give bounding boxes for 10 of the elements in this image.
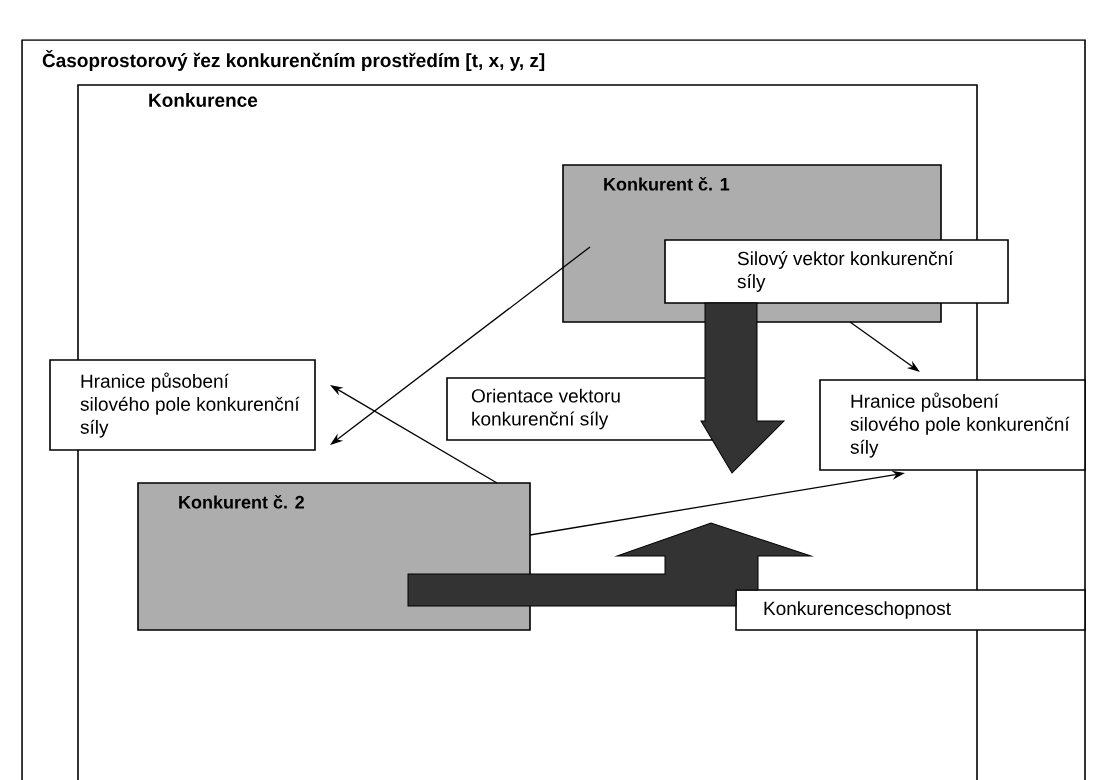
block-arrow xyxy=(407,522,812,607)
competitor-box: Konkurent č. 2 xyxy=(137,482,531,631)
text-box: Hranice působení silového pole konkurenční síly xyxy=(49,359,316,451)
text-box: Hranice působení silového pole konkurenční síly xyxy=(819,379,1086,471)
block-arrow xyxy=(700,302,785,474)
arrow xyxy=(330,246,591,445)
text-box: Orientace vektoru konkurenční síly xyxy=(446,377,713,441)
text-box: Konkurenceschopnost xyxy=(735,589,1086,631)
arrow xyxy=(849,321,920,372)
text-box: Silový vektor konkurenční síly xyxy=(664,239,1009,304)
